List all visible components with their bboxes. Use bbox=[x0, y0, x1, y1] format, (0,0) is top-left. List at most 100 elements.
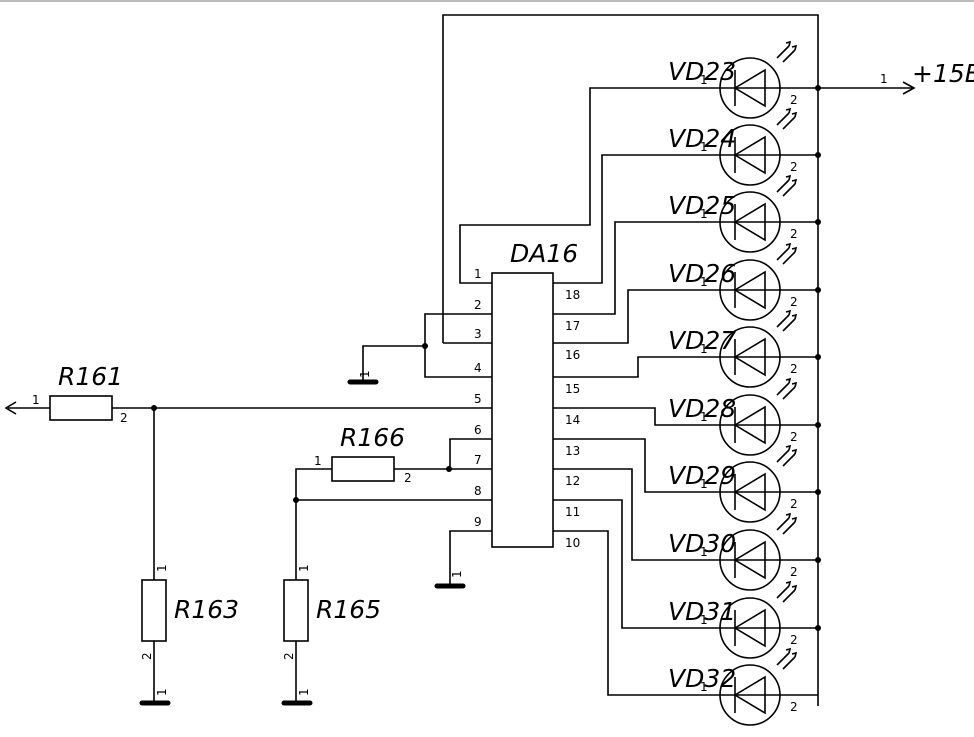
ground-pin-number: 1 bbox=[450, 570, 464, 578]
junction bbox=[815, 219, 821, 225]
ic-pin-label: 17 bbox=[565, 319, 580, 333]
resistor-r163 bbox=[141, 579, 167, 642]
led-cathode-pin: 2 bbox=[790, 93, 798, 107]
led-cathode-pin: 2 bbox=[790, 633, 798, 647]
ic-pin-label: 8 bbox=[474, 484, 482, 498]
wire-pin17-vd25 bbox=[553, 221, 722, 315]
led-cathode-pin: 2 bbox=[790, 362, 798, 376]
light-emission-icon bbox=[776, 377, 798, 400]
led-label: VD32 bbox=[668, 664, 736, 693]
led-cathode-pin: 2 bbox=[790, 497, 798, 511]
ic-pin-label: 1 bbox=[474, 267, 482, 281]
led-cathode-pin: 2 bbox=[790, 565, 798, 579]
led-cathode-pin: 2 bbox=[790, 430, 798, 444]
resistor-r161 bbox=[49, 395, 113, 421]
ic-pin-label: 3 bbox=[474, 327, 482, 341]
diode-icon bbox=[733, 540, 766, 580]
resistor-r166 bbox=[331, 456, 395, 482]
led-label: VD31 bbox=[668, 597, 736, 626]
wire-pin6 bbox=[449, 438, 492, 469]
resistor-r165 bbox=[283, 579, 309, 642]
led-array: VD2312VD2412VD2512VD2612VD2712VD2812VD29… bbox=[668, 40, 821, 726]
junction bbox=[815, 489, 821, 495]
junction bbox=[815, 152, 821, 158]
led-cathode-pin: 2 bbox=[790, 700, 798, 714]
drive-wires bbox=[553, 154, 722, 696]
ic-pin-label: 10 bbox=[565, 536, 580, 550]
wire-pin14-vd28 bbox=[553, 407, 722, 426]
wire-pin15-vd27 bbox=[553, 356, 722, 378]
r165-ground-pin: 1 bbox=[297, 688, 311, 696]
ic-pin-label: 16 bbox=[565, 348, 580, 362]
junction bbox=[293, 497, 299, 503]
led-label: VD25 bbox=[668, 191, 736, 220]
wire-pin13-vd29 bbox=[553, 438, 722, 493]
led-label: VD29 bbox=[668, 461, 736, 490]
ic-pin-label: 12 bbox=[565, 474, 580, 488]
led-label: VD26 bbox=[668, 259, 736, 288]
ic-pin-label: 11 bbox=[565, 505, 580, 519]
junction bbox=[422, 343, 428, 349]
wire-r166-r165 bbox=[295, 468, 332, 580]
ic-da16-body bbox=[491, 272, 554, 548]
junction bbox=[815, 85, 821, 91]
output-arrow-icon bbox=[4, 401, 17, 415]
r161-label: R161 bbox=[58, 362, 123, 391]
led-label: VD24 bbox=[668, 124, 736, 153]
wire-pin12-vd30 bbox=[553, 468, 722, 561]
diode-icon bbox=[733, 405, 766, 445]
r165-pin2: 2 bbox=[282, 652, 296, 660]
led-cathode-pin: 2 bbox=[790, 227, 798, 241]
ic-pin-label: 13 bbox=[565, 444, 580, 458]
diode-icon bbox=[733, 135, 766, 175]
junction bbox=[815, 625, 821, 631]
diode-icon bbox=[733, 675, 766, 715]
wire-ground1 bbox=[362, 345, 425, 382]
led-label: VD23 bbox=[668, 57, 736, 86]
junction bbox=[815, 287, 821, 293]
ic-pin-label: 15 bbox=[565, 382, 580, 396]
led-anode-pin: 1 bbox=[700, 680, 708, 694]
wire-pin16-vd26 bbox=[553, 289, 722, 344]
power-label: +15В bbox=[912, 59, 974, 88]
r166-label: R166 bbox=[340, 423, 405, 452]
ic-pin-label: 18 bbox=[565, 288, 580, 302]
led-anode-pin: 1 bbox=[700, 342, 708, 356]
wire-pin9 bbox=[449, 530, 492, 586]
led-cathode-pin: 2 bbox=[790, 160, 798, 174]
junction bbox=[815, 422, 821, 428]
junction bbox=[815, 557, 821, 563]
r163-ground-pin: 1 bbox=[155, 688, 169, 696]
wire-pin18-vd24 bbox=[553, 154, 722, 284]
light-emission-icon bbox=[776, 647, 798, 670]
r161-pin1: 1 bbox=[32, 393, 40, 407]
wire-pin11-vd31 bbox=[553, 499, 722, 629]
light-emission-icon bbox=[776, 174, 798, 197]
light-emission-icon bbox=[776, 512, 798, 535]
led-anode-pin: 1 bbox=[700, 207, 708, 221]
r163-label: R163 bbox=[174, 595, 239, 624]
led-anode-pin: 1 bbox=[700, 477, 708, 491]
ic-pin-label: 4 bbox=[474, 361, 482, 375]
r166-pin1: 1 bbox=[314, 454, 322, 468]
r165-pin1: 1 bbox=[297, 564, 311, 572]
light-emission-icon bbox=[776, 242, 798, 265]
power-arrow-icon bbox=[902, 81, 916, 95]
wire-pins2-4 bbox=[424, 313, 492, 378]
diode-icon bbox=[733, 608, 766, 648]
led-cathode-pin: 2 bbox=[790, 295, 798, 309]
ground-pin-number: 1 bbox=[358, 370, 372, 378]
diode-icon bbox=[733, 337, 766, 377]
diode-icon bbox=[733, 270, 766, 310]
ic-pin-label: 9 bbox=[474, 515, 482, 529]
light-emission-icon bbox=[776, 107, 798, 130]
junction bbox=[446, 466, 452, 472]
